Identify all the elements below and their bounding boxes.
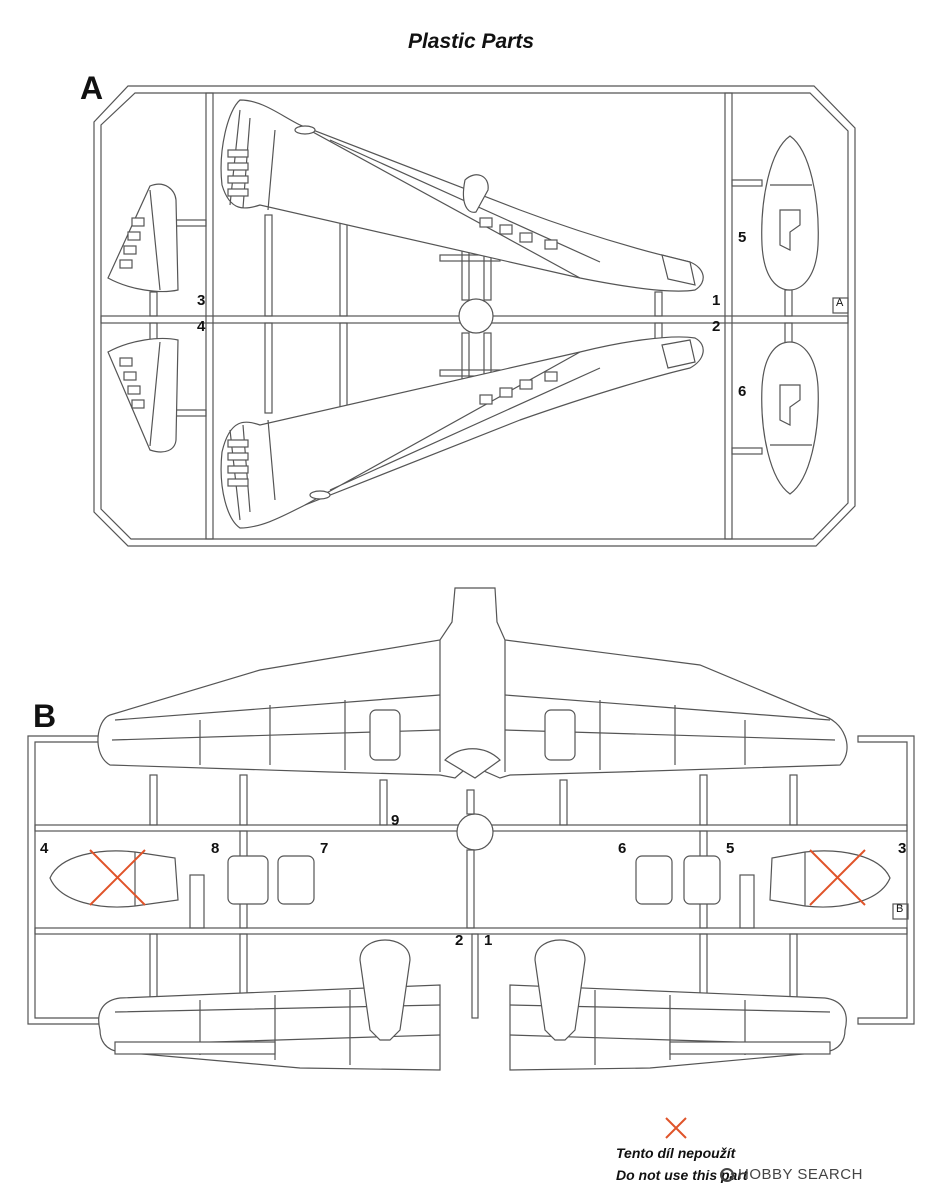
part-a6-cover <box>761 341 819 495</box>
part-number-a6: 6 <box>738 383 747 400</box>
legend-line-en: Do not use this part <box>616 1167 748 1183</box>
watermark-logo-icon <box>720 1168 734 1182</box>
part-b8-plate <box>227 855 269 905</box>
part-number-a2: 2 <box>712 318 721 335</box>
sprue-a-corner-mark-box <box>832 297 849 314</box>
part-b4-cover <box>49 850 179 908</box>
part-a3-fin <box>107 183 179 293</box>
sprue-a-letter: A <box>80 70 104 106</box>
part-a2-fuselage <box>220 336 704 529</box>
part-a1-fuselage <box>220 99 704 292</box>
part-number-a5: 5 <box>738 229 747 246</box>
sprue-a-corner-mark: A <box>836 297 844 309</box>
do-not-use-cross-b3 <box>809 849 866 906</box>
part-number-b7: 7 <box>320 840 329 857</box>
part-number-b8: 8 <box>211 840 220 857</box>
part-number-b9: 9 <box>391 812 400 829</box>
part-number-b4: 4 <box>40 840 49 857</box>
part-number-b2: 2 <box>455 932 464 949</box>
part-b5-plate <box>683 855 721 905</box>
part-number-b6: 6 <box>618 840 627 857</box>
part-number-a1: 1 <box>712 292 721 309</box>
part-b3-cover <box>769 850 891 908</box>
part-number-a4: 4 <box>197 318 206 335</box>
part-a4-fin <box>107 337 179 453</box>
part-b9-wing <box>97 587 848 779</box>
part-number-b5: 5 <box>726 840 735 857</box>
part-number-a3: 3 <box>197 292 206 309</box>
sprue-b-frame <box>27 735 915 1025</box>
sprue-b-corner-mark-box <box>892 903 909 920</box>
legend-cross-icon <box>665 1117 687 1139</box>
part-a5-cover <box>761 135 819 291</box>
part-b6-plate <box>635 855 673 905</box>
page-title: Plastic Parts <box>407 30 535 53</box>
watermark: HOBBY SEARCH <box>720 1166 863 1183</box>
sprue-a-frame <box>93 85 856 547</box>
part-number-b1: 1 <box>484 932 493 949</box>
legend-line-cz: Tento díl nepoužít <box>616 1145 736 1161</box>
part-b2-lower-wing <box>98 939 441 1071</box>
sprue-b-letter: B <box>33 698 57 734</box>
part-b7-plate <box>277 855 315 905</box>
part-b1-lower-wing <box>509 939 847 1071</box>
sprue-b-corner-mark: B <box>896 903 904 915</box>
part-number-b3: 3 <box>898 840 907 857</box>
legend: Tento díl nepoužít Do not use this part <box>616 1142 747 1186</box>
do-not-use-cross-b4 <box>89 849 146 906</box>
